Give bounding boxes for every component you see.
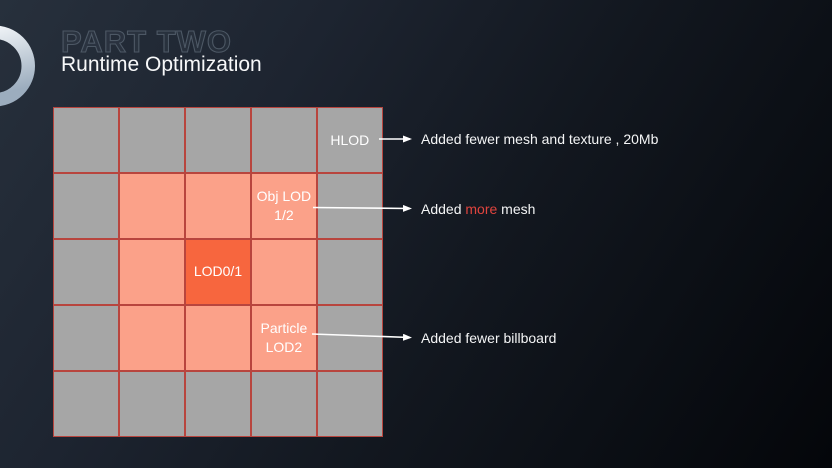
- cell-label: Obj LOD 1/2: [256, 188, 312, 224]
- grid-cell-hlod: HLOD: [317, 108, 382, 173]
- grid-cell: [185, 173, 251, 239]
- grid-cell: [54, 173, 119, 239]
- annotation-obj-lod: Added more mesh: [421, 200, 535, 218]
- cell-label: LOD0/1: [193, 263, 243, 280]
- grid-cell: [251, 239, 317, 305]
- annotation-text: Added fewer mesh and texture , 20Mb: [421, 131, 659, 147]
- grid-cell: [185, 305, 251, 371]
- grid-cell: [54, 239, 119, 305]
- grid-cell: [119, 173, 185, 239]
- grid-cell: [251, 108, 317, 173]
- annotation-particle: Added fewer billboard: [421, 329, 556, 347]
- annotation-text-prefix: Added: [421, 201, 466, 217]
- grid-cell: [317, 173, 382, 239]
- annotation-text-suffix: mesh: [497, 201, 536, 217]
- grid-cell: [119, 305, 185, 371]
- grid-cell: [185, 371, 251, 436]
- grid-cell: [185, 108, 251, 173]
- grid-cell: [317, 239, 382, 305]
- annotation-text: Added fewer billboard: [421, 330, 557, 346]
- grid-cell: [119, 371, 185, 436]
- annotation-hlod: Added fewer mesh and texture , 20Mb: [421, 130, 658, 148]
- grid-cell: [317, 305, 382, 371]
- grid-cell: [251, 371, 317, 436]
- grid-cell-obj-lod: Obj LOD 1/2: [251, 173, 317, 239]
- grid-cell: [54, 108, 119, 173]
- page-title: Runtime Optimization: [61, 53, 262, 76]
- grid-cell: [54, 305, 119, 371]
- grid-cell-lod0-1: LOD0/1: [185, 239, 251, 305]
- grid-cell-particle: Particle LOD2: [251, 305, 317, 371]
- decorative-ring: [0, 25, 35, 107]
- part-label: PART TWO: [60, 24, 233, 59]
- grid-cell: [54, 371, 119, 436]
- grid-cell: [119, 239, 185, 305]
- cell-label: HLOD: [330, 131, 370, 148]
- grid-cell: [317, 371, 382, 436]
- annotation-highlight: more: [465, 201, 498, 217]
- cell-label: Particle LOD2: [260, 319, 308, 355]
- grid-cell: [119, 108, 185, 173]
